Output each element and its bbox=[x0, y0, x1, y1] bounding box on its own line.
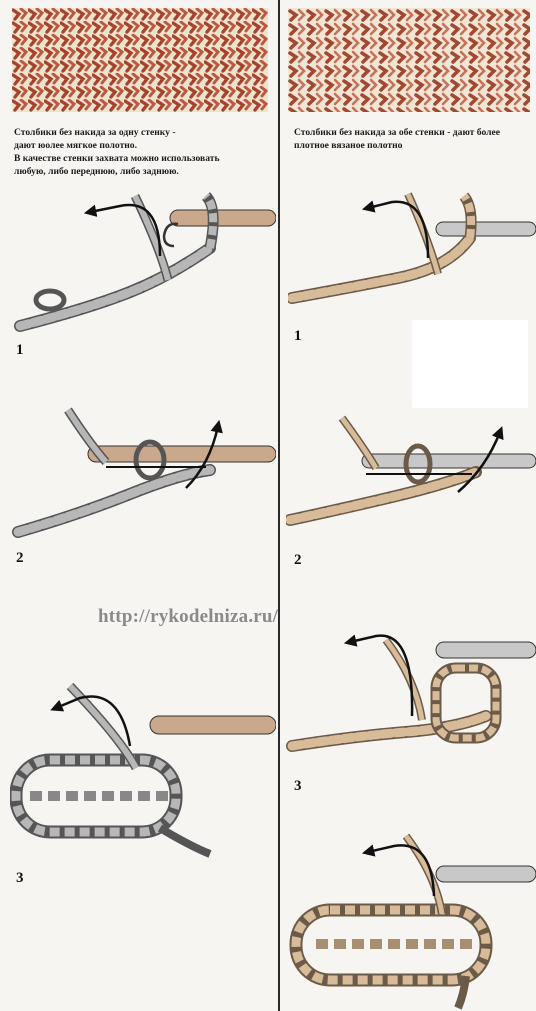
left-step-2-illustration bbox=[10, 404, 276, 554]
column-divider bbox=[278, 0, 280, 1011]
left-step-3-illustration bbox=[10, 678, 276, 868]
left-column: Столбики без накида за одну стенку - даю… bbox=[0, 0, 276, 1011]
right-step-2-illustration bbox=[286, 412, 536, 542]
left-step-1-illustration bbox=[10, 188, 276, 338]
right-caption: Столбики без накида за обе стенки - дают… bbox=[294, 126, 534, 152]
right-step-4-illustration bbox=[286, 826, 536, 1011]
blank-panel bbox=[412, 320, 528, 408]
step-number: 3 bbox=[294, 778, 302, 795]
right-step-1-illustration bbox=[288, 188, 536, 318]
caption-line: В качестве стенки захвата можно использо… bbox=[14, 152, 272, 165]
step-number: 1 bbox=[16, 342, 24, 359]
right-column: Столбики без накида за обе стенки - дают… bbox=[282, 0, 536, 1011]
right-step-3-illustration bbox=[286, 620, 536, 780]
left-caption: Столбики без накида за одну стенку - даю… bbox=[14, 126, 272, 178]
step-number: 2 bbox=[16, 550, 24, 567]
caption-line: Столбики без накида за одну стенку - bbox=[14, 126, 272, 139]
caption-line: Столбики без накида за обе стенки - дают… bbox=[294, 126, 534, 139]
step-number: 3 bbox=[16, 870, 24, 887]
step-number: 1 bbox=[294, 328, 302, 345]
knit-swatch-single-loop bbox=[12, 8, 268, 112]
caption-line: дают юолее мягкое полотно. bbox=[14, 139, 272, 152]
caption-line: плотное вязаное полотно bbox=[294, 139, 534, 152]
step-number: 2 bbox=[294, 552, 302, 569]
watermark-url: http://rykodelniza.ru/ bbox=[98, 606, 278, 628]
caption-line: любую, либо переднюю, либо заднюю. bbox=[14, 165, 272, 178]
knit-swatch-both-loops bbox=[288, 8, 530, 112]
